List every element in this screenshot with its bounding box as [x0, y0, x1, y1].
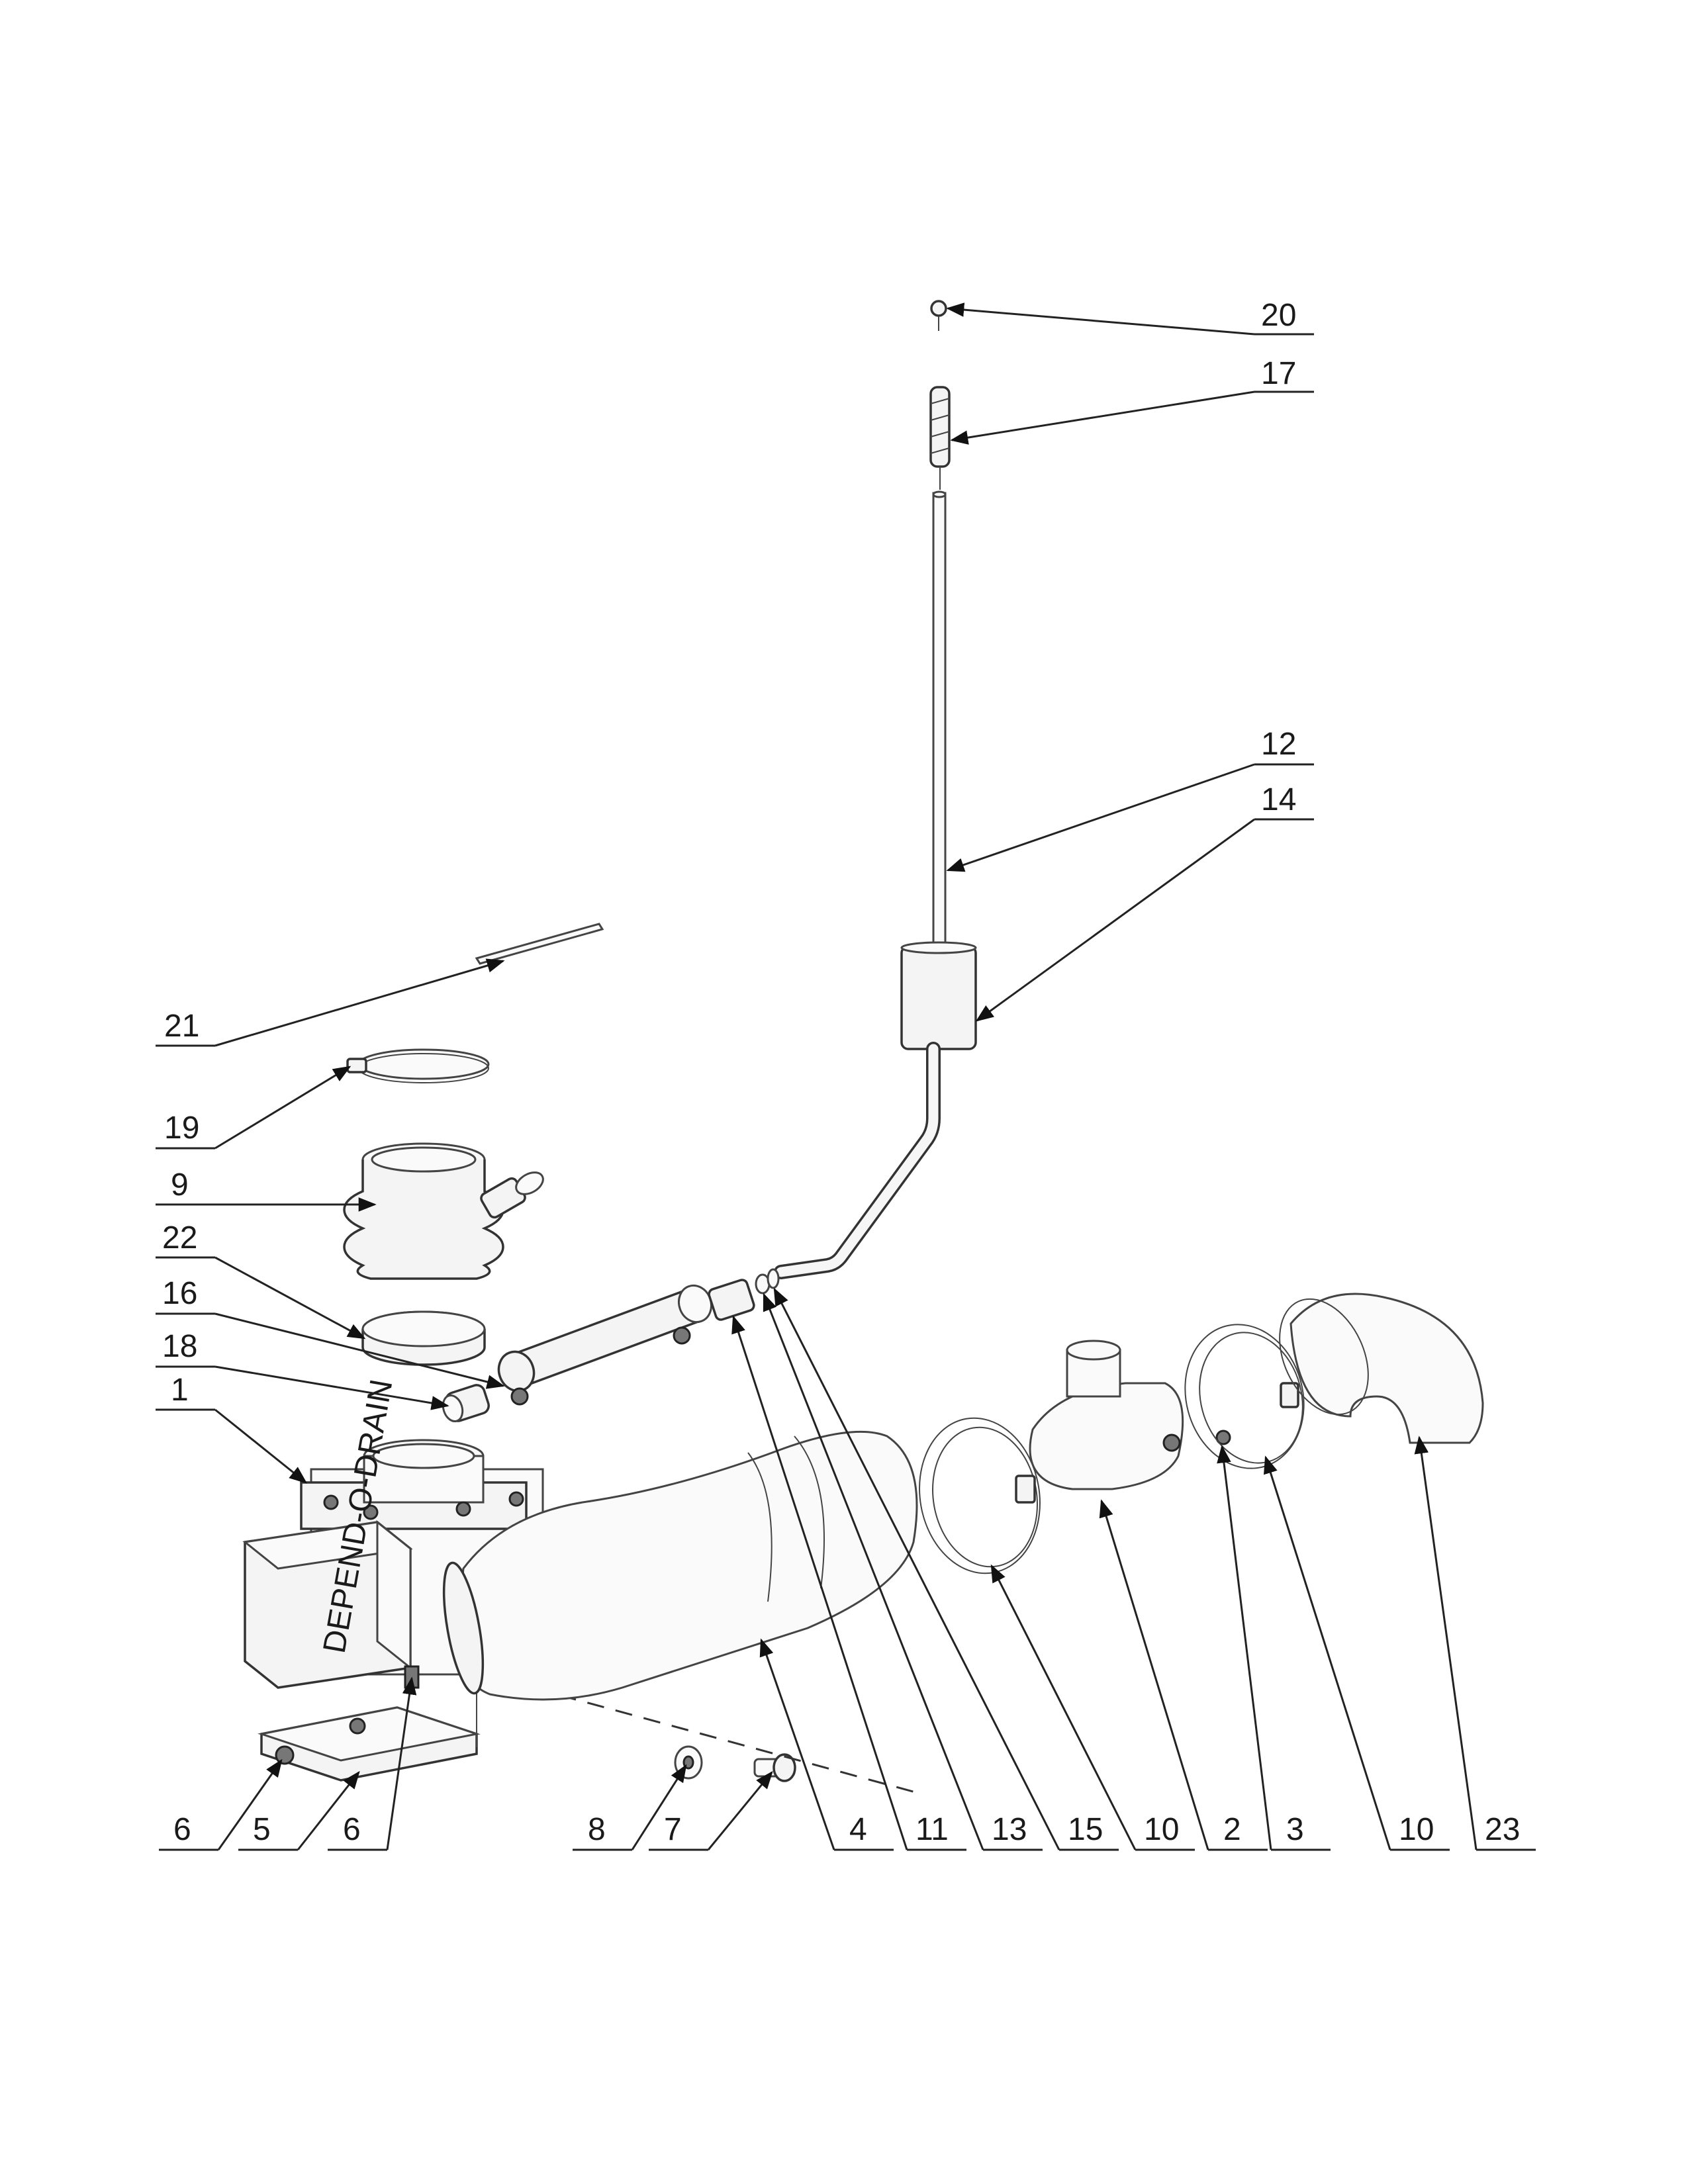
part-clamp-19	[346, 1048, 490, 1083]
callout-bottom-8: 8	[573, 1764, 687, 1851]
svg-text:22: 22	[162, 1220, 197, 1255]
svg-text:14: 14	[1261, 782, 1296, 817]
part-washer-15	[767, 1268, 780, 1289]
callout-bottom-6a: 6	[159, 1758, 283, 1851]
svg-text:10: 10	[1144, 1812, 1179, 1847]
svg-text:3: 3	[1286, 1812, 1304, 1847]
callout-18: 18	[156, 1329, 449, 1410]
svg-text:6: 6	[343, 1812, 361, 1847]
part-handle-tube-4	[508, 1284, 713, 1388]
svg-text:11: 11	[915, 1812, 949, 1847]
callout-bottom-10b: 10	[1264, 1455, 1450, 1851]
part-rod-12	[932, 490, 947, 951]
part-elbow-23	[1279, 1293, 1484, 1444]
part-screw-3	[1215, 1430, 1231, 1445]
svg-text:21: 21	[164, 1009, 199, 1044]
part-pin-21	[475, 923, 604, 965]
svg-text:4: 4	[849, 1812, 867, 1847]
callout-bottom-4: 4	[759, 1638, 894, 1851]
part-hose-4	[442, 1430, 918, 1701]
svg-text:19: 19	[164, 1111, 199, 1146]
callout-bottom-15: 15	[773, 1287, 1119, 1851]
svg-text:20: 20	[1261, 298, 1296, 333]
part-bracket-5	[258, 1668, 481, 1782]
callout-9: 9	[156, 1167, 377, 1212]
part-screw-6a	[275, 1745, 295, 1765]
part-clamp-10b	[1184, 1324, 1305, 1469]
part-clamp-10a	[919, 1417, 1041, 1574]
svg-text:8: 8	[588, 1812, 606, 1847]
part-tee-2	[1029, 1340, 1184, 1490]
svg-text:18: 18	[162, 1329, 197, 1364]
svg-text:10: 10	[1399, 1812, 1434, 1847]
part-coupler-18	[442, 1384, 490, 1423]
part-actuator-box: DEPEND-O-DRAIN	[242, 1377, 413, 1689]
svg-text:9: 9	[171, 1167, 189, 1203]
callout-19: 19	[156, 1066, 352, 1150]
part-clamp-22	[361, 1310, 486, 1366]
svg-text:13: 13	[992, 1812, 1027, 1847]
svg-text:5: 5	[253, 1812, 271, 1847]
part-sleeve-14	[900, 941, 977, 1050]
callout-21: 21	[156, 958, 505, 1047]
callout-bottom-13: 13	[763, 1293, 1043, 1851]
svg-text:15: 15	[1068, 1812, 1103, 1847]
callout-22: 22	[156, 1220, 366, 1340]
svg-text:6: 6	[173, 1812, 191, 1847]
part-fitting-20	[930, 300, 947, 331]
callout-1: 1	[156, 1373, 308, 1484]
callout-20: 20	[946, 298, 1314, 336]
callout-bottom-2: 2	[1099, 1499, 1268, 1851]
part-coupler-11	[708, 1279, 755, 1321]
part-washer-8	[674, 1745, 703, 1780]
svg-text:17: 17	[1261, 356, 1296, 391]
callout-bottom-23: 23	[1414, 1435, 1536, 1851]
callout-bottom-3: 3	[1217, 1445, 1331, 1851]
callout-12: 12	[946, 727, 1314, 872]
part-bent-rod	[774, 1042, 941, 1279]
svg-text:7: 7	[664, 1812, 682, 1847]
callout-bottom-10a: 10	[990, 1564, 1195, 1851]
callout-14: 14	[975, 782, 1314, 1022]
callout-bottom-5: 5	[238, 1770, 360, 1851]
svg-text:23: 23	[1485, 1812, 1520, 1847]
callout-16: 16	[156, 1276, 505, 1389]
svg-text:2: 2	[1223, 1812, 1241, 1847]
svg-text:1: 1	[171, 1373, 189, 1408]
part-bellows-9	[343, 1142, 544, 1280]
callout-17: 17	[950, 356, 1314, 445]
callout-bottom-11: 11	[731, 1315, 966, 1851]
callout-bottom-7: 7	[649, 1770, 773, 1851]
part-grip-17	[929, 386, 951, 490]
svg-text:12: 12	[1261, 727, 1296, 762]
svg-text:16: 16	[162, 1276, 197, 1311]
callout-bottom-6b: 6	[328, 1676, 417, 1851]
